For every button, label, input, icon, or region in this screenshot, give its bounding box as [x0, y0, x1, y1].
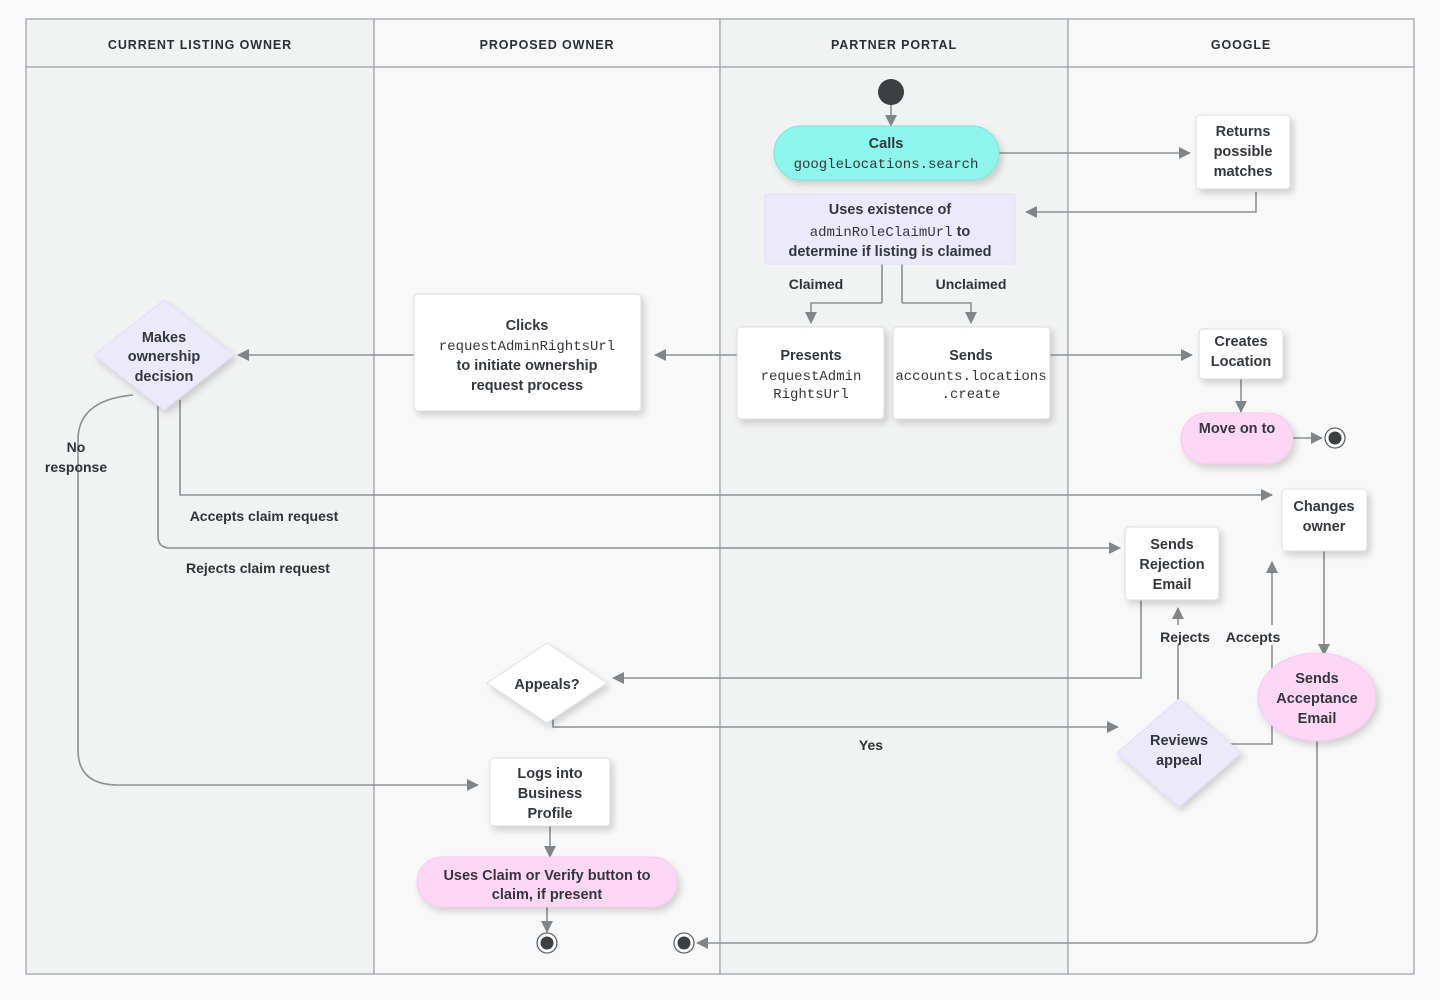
node-decision-line3: decision: [135, 369, 194, 385]
edge-rejection-to-appeals: [612, 600, 1142, 684]
node-clicks-requestadminrightsurl[interactable]: [413, 293, 642, 412]
node-moveonto-label: Move on to: [1199, 421, 1276, 437]
node-clicks-line3: to initiate ownership: [457, 358, 598, 374]
node-reviewsappeal-line1: Reviews: [1150, 733, 1208, 749]
node-changesowner-line2: owner: [1303, 519, 1346, 535]
edge-label-unclaimed-bg: [922, 272, 1020, 292]
node-uses-line2-code: adminRoleClaimUrl: [810, 225, 953, 241]
node-presents-line3: RightsUrl: [773, 387, 849, 403]
node-decision-line1: Makes: [142, 330, 186, 346]
edge-label-accepts-claim-bg: [176, 504, 356, 524]
node-presents-line1: Presents: [780, 348, 841, 364]
node-acceptance-line3: Email: [1298, 711, 1337, 727]
node-sendscreate-line3: .create: [942, 387, 1001, 403]
connectors: [77, 104, 1330, 949]
edge-no-response: [77, 394, 479, 791]
node-acceptance-line2: Acceptance: [1276, 691, 1357, 707]
lane-label-current-listing-owner: CURRENT LISTING OWNER: [108, 38, 292, 52]
edge-label-rejects-bg: [1152, 625, 1218, 645]
lane-label-google: GOOGLE: [1211, 38, 1271, 52]
edge-label-yes-bg: [849, 733, 893, 754]
node-returns-line1: Returns: [1216, 124, 1271, 140]
node-changesowner-line1: Changes: [1293, 499, 1354, 515]
node-calls-line1: Calls: [869, 136, 904, 152]
node-uses-line2-tail: to: [953, 224, 971, 240]
node-createslocation-line1: Creates: [1214, 334, 1267, 350]
edge-label-claimed: Claimed: [789, 276, 843, 292]
node-uses-line1: Uses existence of: [829, 202, 952, 218]
node-creates-location[interactable]: [1198, 328, 1284, 380]
edge-rejects-claim-request: [157, 400, 1121, 554]
node-acceptance-line1: Sends: [1295, 671, 1339, 687]
node-returns-possible-matches[interactable]: [1195, 114, 1291, 190]
node-logs-into-business-profile[interactable]: [489, 757, 611, 827]
node-sendscreate-line1: Sends: [949, 348, 993, 364]
edge-label-rejects-claim-request: Rejects claim request: [186, 560, 330, 576]
node-sendscreate-line2: accounts.locations: [895, 369, 1046, 385]
node-createslocation-line2: Location: [1211, 354, 1271, 370]
node-sends-acceptance-email[interactable]: [1257, 652, 1377, 742]
edge-label-rejects-claim-bg: [170, 556, 348, 576]
node-clicks-line4: request process: [471, 378, 583, 394]
edge-acceptance-to-end: [696, 737, 1318, 949]
node-presents-requestadminrightsurl[interactable]: [736, 326, 885, 420]
edge-returns-to-uses: [1025, 192, 1257, 218]
node-claimverify-line2: claim, if present: [492, 887, 603, 903]
node-decision-line2: ownership: [128, 349, 201, 365]
node-changes-owner[interactable]: [1281, 488, 1368, 552]
edge-accepts-claim-request: [179, 400, 1273, 501]
edge-label-rejects: Rejects: [1160, 629, 1210, 645]
edge-label-accepts: Accepts: [1226, 629, 1281, 645]
node-rejection-line2: Rejection: [1139, 557, 1204, 573]
node-appeals-label: Appeals?: [514, 677, 579, 693]
node-logsinto-line1: Logs into: [517, 766, 582, 782]
node-makes-ownership-decision[interactable]: [93, 299, 235, 411]
node-uses-claim-or-verify-button[interactable]: [416, 856, 678, 908]
lane-label-partner-portal: PARTNER PORTAL: [831, 38, 957, 52]
edge-label-accepts-claim-request: Accepts claim request: [190, 508, 339, 524]
node-reviewsappeal-line2: appeal: [1156, 753, 1202, 769]
lane-label-proposed-owner: PROPOSED OWNER: [480, 38, 615, 52]
end-node-proposed-owner-right: [673, 932, 695, 954]
edge-label-yes: Yes: [859, 737, 883, 753]
node-rejection-line3: Email: [1153, 577, 1192, 593]
node-move-on-to[interactable]: [1180, 412, 1294, 465]
node-returns-line2: possible: [1214, 144, 1273, 160]
edge-label-response: response: [45, 459, 107, 475]
node-sends-accounts-locations-create[interactable]: [892, 326, 1051, 420]
node-clicks-line2: requestAdminRightsUrl: [439, 339, 615, 355]
node-sends-rejection-email[interactable]: [1124, 526, 1220, 601]
edge-unclaimed: [902, 302, 977, 324]
lane-proposed-owner: PROPOSED OWNER: [373, 18, 721, 975]
end-node-google: [1324, 427, 1346, 449]
node-rejection-line1: Sends: [1150, 537, 1194, 553]
edge-label-no: No: [67, 439, 86, 455]
end-node-proposed-owner-left: [536, 932, 558, 954]
node-uses-line3: determine if listing is claimed: [788, 244, 991, 260]
node-presents-line2: requestAdmin: [761, 369, 862, 385]
edge-label-unclaimed: Unclaimed: [936, 276, 1007, 292]
edge-claimed: [805, 302, 882, 324]
node-claimverify-line1: Uses Claim or Verify button to: [443, 868, 650, 884]
edge-label-accepts-bg: [1218, 625, 1288, 645]
node-appeals[interactable]: [486, 642, 608, 724]
node-logsinto-line2: Business: [518, 786, 582, 802]
node-clicks-line1: Clicks: [506, 318, 549, 334]
node-returns-line3: matches: [1214, 164, 1273, 180]
start-node: [878, 79, 904, 105]
node-calls-line2: googleLocations.search: [794, 157, 979, 173]
node-reviews-appeal[interactable]: [1116, 698, 1242, 808]
node-calls-google-locations-search[interactable]: [773, 125, 1000, 181]
node-logsinto-line3: Profile: [527, 806, 572, 822]
edge-label-claimed-bg: [778, 272, 854, 292]
node-uses-line2: adminRoleClaimUrl to: [810, 224, 971, 241]
edge-reviews-accepts: [1226, 561, 1278, 745]
node-uses-existence-of-adminroleclaimurl[interactable]: [764, 193, 1016, 265]
